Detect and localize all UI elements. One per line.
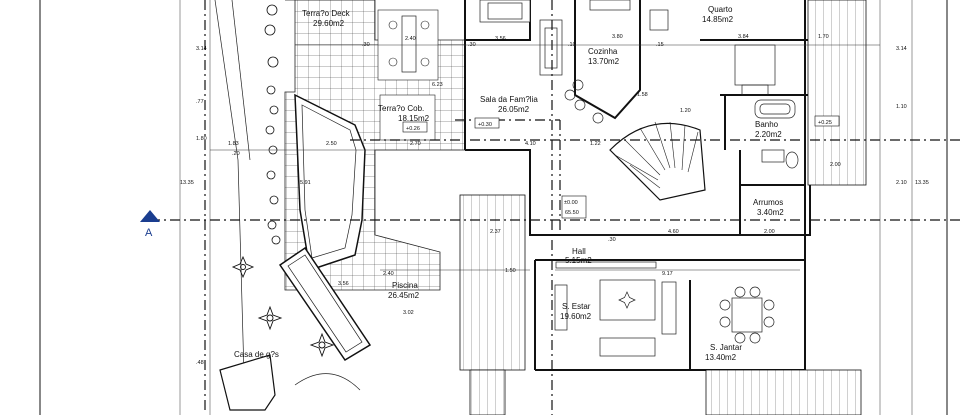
room-area-banho: 2.20m2 <box>755 130 782 139</box>
section-marker: A <box>140 210 160 239</box>
garden-plants <box>231 255 335 358</box>
dimension-labels: 2.40 .30 .30 3.56 .10 3.80 .15 3.84 1.70… <box>180 34 929 366</box>
dim-2-70: 2.70 <box>410 141 421 147</box>
dim-3-84: 3.84 <box>738 34 749 40</box>
room-name-hall: Hall <box>572 247 586 256</box>
room-name-quarto: Quarto <box>708 5 733 14</box>
dim-13-35-left: 13.35 <box>180 180 194 186</box>
room-labels: Terra?o Deck 29.60m2 Terra?o Cob. 18.15m… <box>234 5 784 362</box>
room-name-sala-familia: Sala da Fam?lia <box>480 95 538 104</box>
sala-familia-furniture <box>479 0 669 124</box>
room-area-terraco-cob: 18.15m2 <box>398 114 430 123</box>
room-area-quarto: 14.85m2 <box>702 15 734 24</box>
dim-2-40b: 2.40 <box>383 271 394 277</box>
spiral-stair <box>609 121 706 201</box>
section-marker-label: A <box>145 227 153 239</box>
section-axes <box>150 0 960 415</box>
room-area-estar: 19.60m2 <box>560 312 592 321</box>
dim-10: .10 <box>568 42 576 48</box>
living-furniture <box>554 261 677 357</box>
dim-1-70: 1.70 <box>818 34 829 40</box>
dimension-lines <box>210 44 880 271</box>
dim-1-83: 1.83 <box>228 141 239 147</box>
room-area-jantar: 13.40m2 <box>705 353 737 362</box>
dim-30-c: .30 <box>608 237 616 243</box>
pool-area <box>278 93 372 362</box>
dim-20: .20 <box>232 151 240 157</box>
room-name-casa-gas: Casa de g?s <box>234 350 279 359</box>
room-name-piscina: Piscina <box>392 281 418 290</box>
dim-1-50: 1.50 <box>505 268 516 274</box>
dim-3-14-left: 3.14 <box>196 46 207 52</box>
level-sala: +0.30 <box>478 122 492 128</box>
dim-3-80: 3.80 <box>612 34 623 40</box>
dim-1-58: 1.58 <box>637 92 648 98</box>
bathroom-fixtures <box>734 44 799 169</box>
dim-2-37: 2.37 <box>490 229 501 235</box>
level-quarto: +0.25 <box>818 120 832 126</box>
right-deck <box>705 0 867 415</box>
dim-1-80: 1.80 <box>196 136 207 142</box>
dim-1-10: 1.10 <box>896 104 907 110</box>
dim-3-02: 3.02 <box>403 310 414 316</box>
dim-30-a: .30 <box>362 42 370 48</box>
room-name-terraco-cob: Terra?o Cob. <box>378 104 424 113</box>
dim-2-40: 2.40 <box>405 36 416 42</box>
room-name-jantar: S. Jantar <box>710 343 742 352</box>
dim-2-10: 2.10 <box>896 180 907 186</box>
room-area-arrumos: 3.40m2 <box>757 208 784 217</box>
room-area-terraco-deck: 29.60m2 <box>313 19 345 28</box>
dim-3-14-right: 3.14 <box>896 46 907 52</box>
dim-4-10: 4.10 <box>525 141 536 147</box>
dim-6-23: 6.23 <box>432 82 443 88</box>
site-boundary-2 <box>231 0 251 161</box>
dim-4-60: 4.60 <box>668 229 679 235</box>
exterior-stairs <box>459 194 526 415</box>
dim-77: .77 <box>196 99 204 105</box>
level-hall: ±0.00 <box>564 200 578 206</box>
frame-lines <box>39 0 948 415</box>
planting-strip <box>264 4 281 245</box>
dim-30-b: .30 <box>468 42 476 48</box>
dim-3-56b: 3.56 <box>338 281 349 287</box>
room-name-terraco-deck: Terra?o Deck <box>302 9 351 18</box>
room-name-cozinha: Cozinha <box>588 47 618 56</box>
level-hall-abs: 65.50 <box>565 210 579 216</box>
room-name-banho: Banho <box>755 120 779 129</box>
level-terrace: +0.26 <box>406 126 420 132</box>
dim-2-50: 2.50 <box>326 141 337 147</box>
dim-15: .15 <box>656 42 664 48</box>
dim-5-91: 5.91 <box>300 180 311 186</box>
dim-2-00: 2.00 <box>830 162 841 168</box>
dim-13-35-right: 13.35 <box>915 180 929 186</box>
room-area-hall: 5.15m2 <box>565 256 592 265</box>
dim-9-17: 9.17 <box>662 271 673 277</box>
dim-1-22: 1.22 <box>590 141 601 147</box>
room-area-sala-familia: 26.05m2 <box>498 105 530 114</box>
room-area-cozinha: 13.70m2 <box>588 57 620 66</box>
dim-1-20: 1.20 <box>680 108 691 114</box>
room-name-arrumos: Arrumos <box>753 198 783 207</box>
room-name-estar: S. Estar <box>562 302 591 311</box>
dining-table <box>719 286 775 344</box>
dim-2-00b: 2.00 <box>764 229 775 235</box>
room-area-piscina: 26.45m2 <box>388 291 420 300</box>
site-boundary <box>214 0 246 411</box>
gas-house <box>219 354 361 411</box>
level-markers: +0.26 +0.30 ±0.00 65.50 +0.25 <box>402 115 840 219</box>
dim-3-56: 3.56 <box>495 36 506 42</box>
dim-48: .48 <box>196 360 204 366</box>
